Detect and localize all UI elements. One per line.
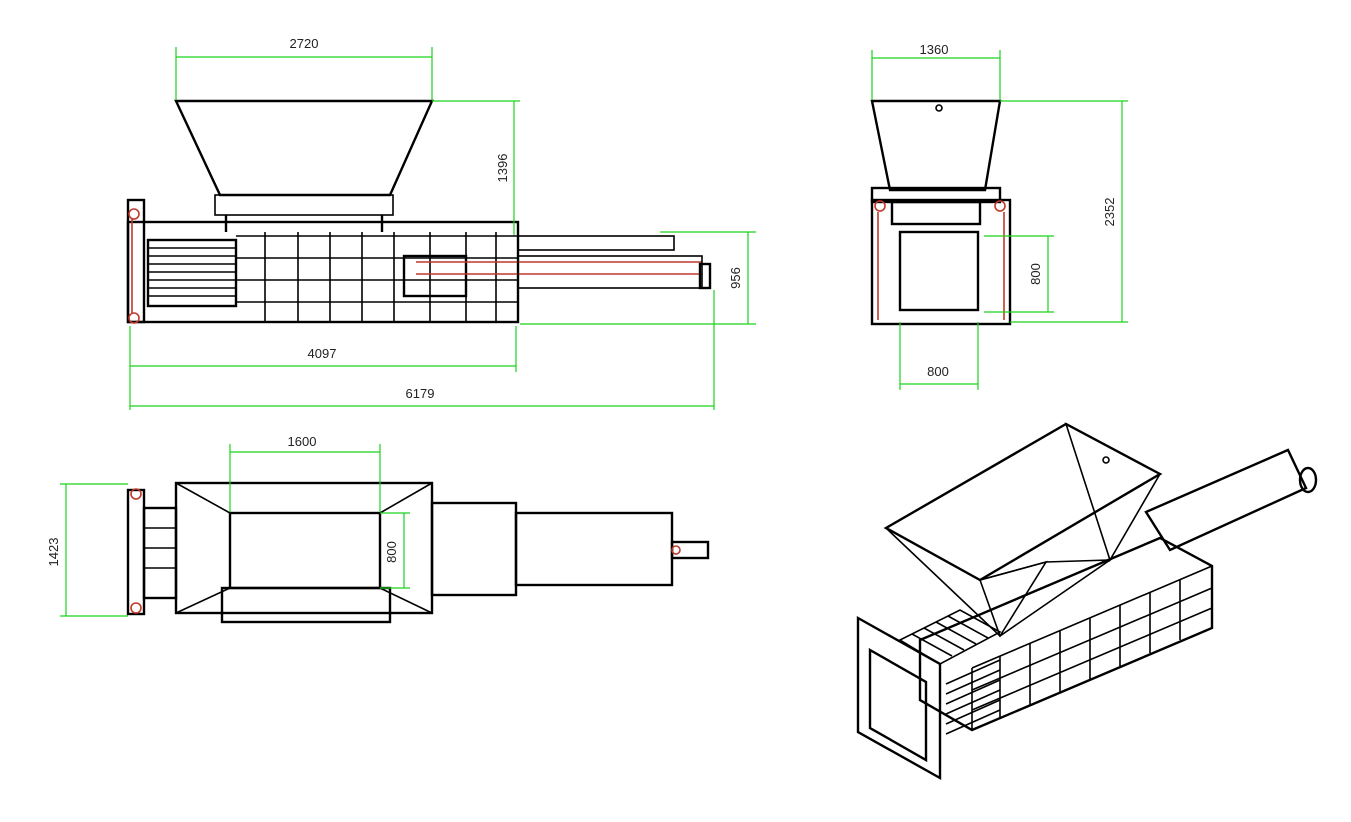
front-bale-block: [146, 238, 238, 308]
dim-front-hopper-height: 1396: [495, 154, 510, 183]
top-dimension-lines: [60, 444, 410, 617]
dim-top-opening-length: 1600: [288, 434, 317, 449]
dim-side-total-height: 2352: [1102, 198, 1117, 227]
dim-side-chamber-height: 800: [1028, 263, 1043, 285]
dim-front-hopper-width: 2720: [290, 36, 319, 51]
top-opening: [228, 511, 382, 590]
front-hopper: [174, 99, 434, 197]
iso-body: [918, 536, 1214, 732]
iso-body-grid: [971, 565, 1213, 730]
dim-front-body-length: 4097: [308, 346, 337, 361]
side-hopper: [870, 99, 1002, 192]
side-body: [870, 198, 1012, 326]
iso-cylinder: [1144, 448, 1308, 552]
dim-top-chamber-width: 800: [384, 541, 399, 563]
front-view: 2720 1396 956 4097 6179: [126, 36, 756, 410]
iso-cylinder-end: [1298, 466, 1318, 494]
front-hopper-flange: [214, 194, 394, 216]
side-view: 1360 2352 800 800: [870, 42, 1128, 390]
top-door-plate: [126, 488, 146, 616]
dim-top-total-width: 1423: [46, 538, 61, 567]
iso-door-frame: [856, 615, 942, 781]
iso-door-window: [868, 647, 928, 763]
isometric-view: [856, 422, 1318, 781]
side-chamber: [898, 230, 980, 312]
dim-front-total-length: 6179: [406, 386, 435, 401]
front-ram-window: [402, 254, 468, 298]
dim-front-height: 956: [728, 267, 743, 289]
front-cylinder: [517, 255, 703, 289]
front-body-grid: [236, 232, 518, 322]
top-view: 1600 1423 800: [46, 434, 710, 624]
top-cylinder: [514, 511, 674, 587]
front-cylinder-top: [517, 235, 675, 251]
side-dimension-lines: [871, 50, 1128, 390]
top-body: [430, 501, 518, 597]
dim-side-top-width: 1360: [920, 42, 949, 57]
dim-side-chamber-width: 800: [927, 364, 949, 379]
front-dimension-lines: [129, 47, 756, 410]
